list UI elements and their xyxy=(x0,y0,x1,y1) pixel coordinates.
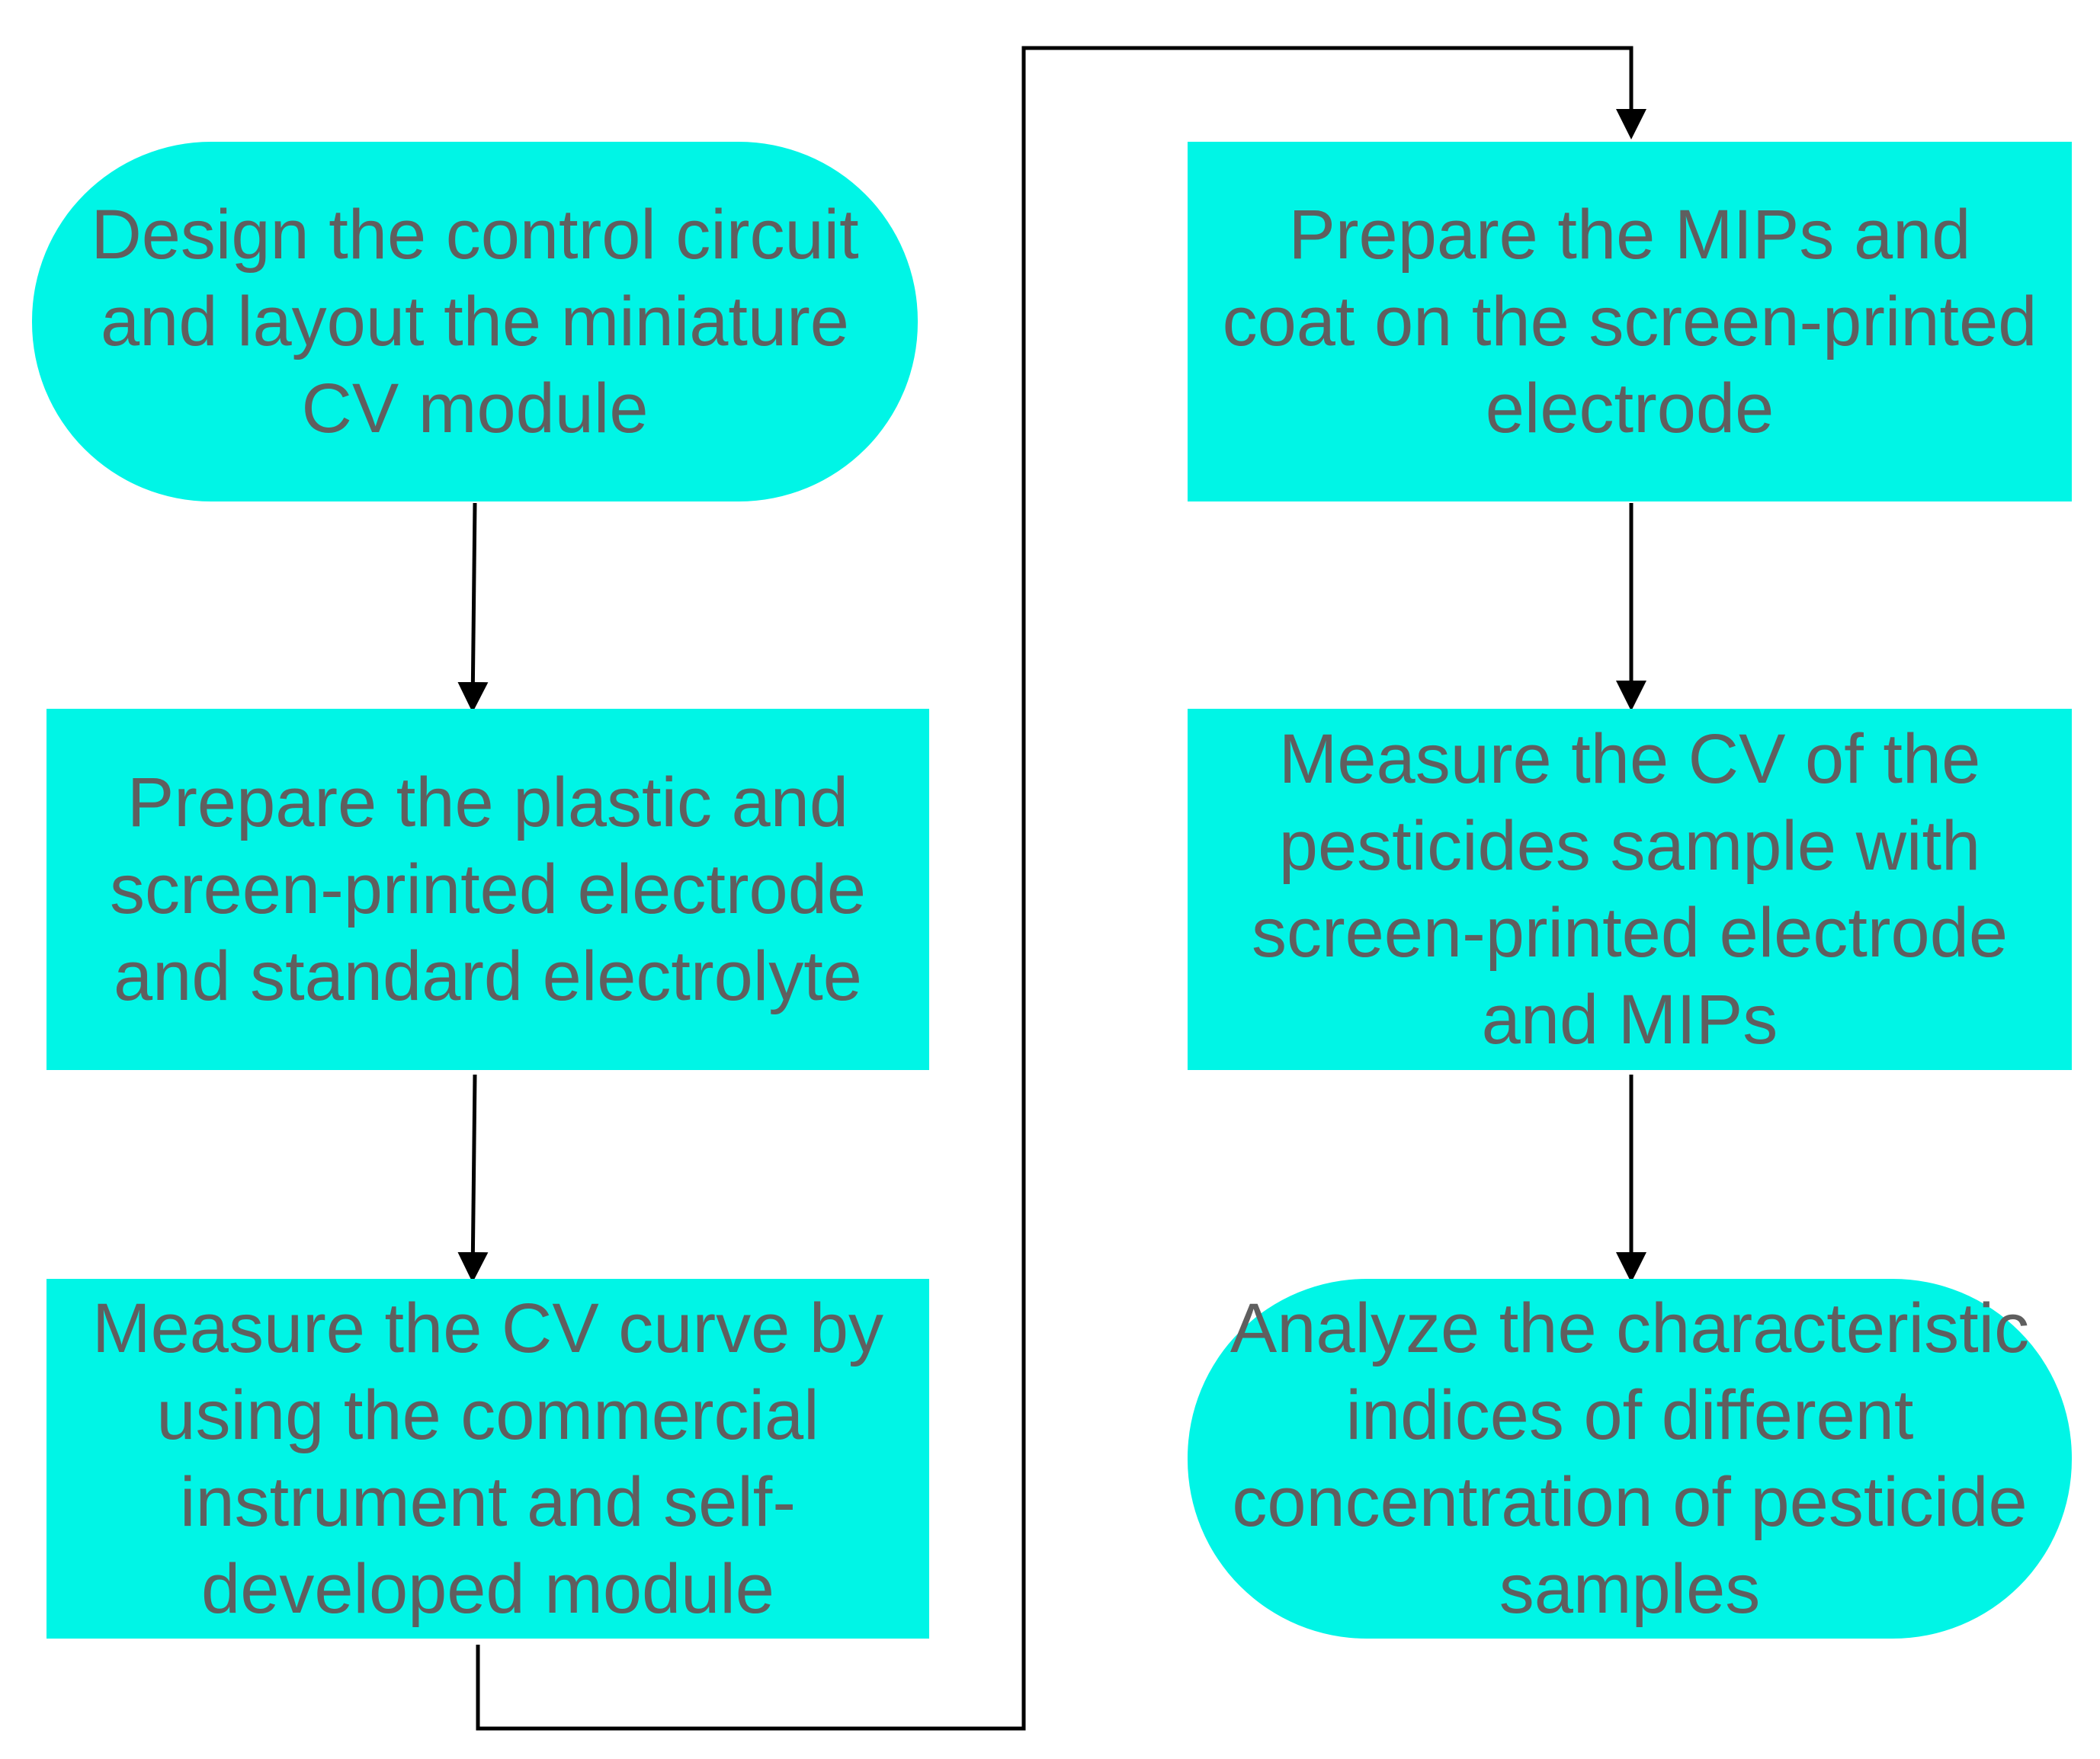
step-measure-cv-curve: Measure the CV curve by using the commer… xyxy=(46,1279,929,1639)
arrow-step1-to-step2 xyxy=(457,502,489,713)
arrow-step2-to-step3 xyxy=(457,1074,489,1283)
step-prepare-electrode-electrolyte: Prepare the plastic and screen-printed e… xyxy=(46,709,929,1070)
step-measure-cv-pesticides-label: Measure the CV of the pesticides sample … xyxy=(1251,720,2009,1059)
step-design-control-circuit-label: Design the control circuit and layout th… xyxy=(91,196,859,447)
step-prepare-mips: Prepare the MIPs and coat on the screen-… xyxy=(1188,142,2072,501)
step-prepare-electrode-electrolyte-label: Prepare the plastic and screen-printed e… xyxy=(109,764,867,1015)
arrow-step3-to-step4 xyxy=(476,46,1646,1731)
step-measure-cv-curve-label: Measure the CV curve by using the commer… xyxy=(91,1290,883,1628)
step-measure-cv-pesticides: Measure the CV of the pesticides sample … xyxy=(1188,709,2072,1070)
step-analyze-indices: Analyze the characteristic indices of di… xyxy=(1188,1279,2072,1639)
step-analyze-indices-label: Analyze the characteristic indices of di… xyxy=(1230,1290,2030,1628)
step-prepare-mips-label: Prepare the MIPs and coat on the screen-… xyxy=(1222,196,2037,447)
step-design-control-circuit: Design the control circuit and layout th… xyxy=(32,142,918,501)
